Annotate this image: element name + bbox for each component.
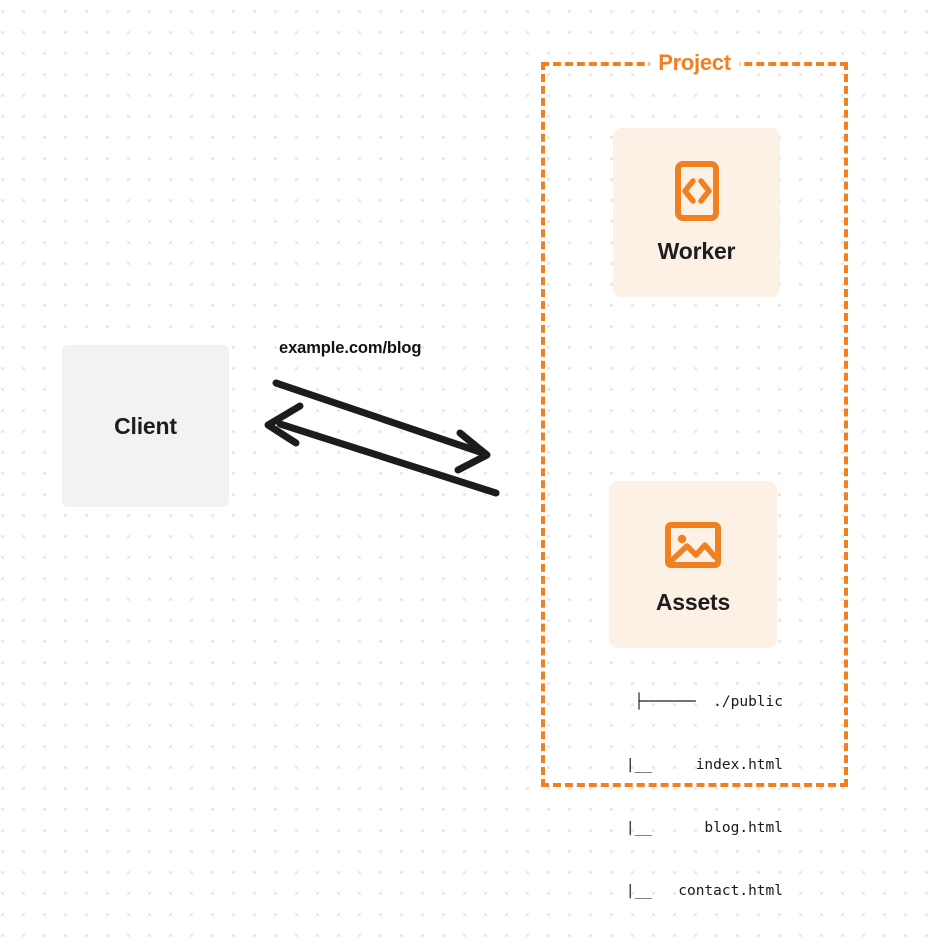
diagram-canvas: Client example.com/blog Project Worker <box>62 50 848 899</box>
request-arrow-icon <box>272 379 491 474</box>
file-tree-line: |__ blog.html <box>599 820 783 836</box>
worker-label: Worker <box>657 238 736 264</box>
connector-url-label: example.com/blog <box>279 339 422 357</box>
image-picture-icon <box>665 522 721 568</box>
file-tree-line: ├────── ./public <box>634 694 783 710</box>
assets-node[interactable]: Assets <box>609 481 777 648</box>
project-container: Project <box>541 50 848 787</box>
worker-node[interactable]: Worker <box>613 128 780 297</box>
file-tree-line: |__ index.html <box>599 757 783 773</box>
file-tree-line: |__ contact.html <box>599 883 783 899</box>
client-label: Client <box>114 412 177 439</box>
client-node[interactable]: Client <box>62 345 229 507</box>
code-brackets-icon <box>674 161 719 221</box>
assets-file-tree: ├────── ./public |__ index.html |__ blog… <box>588 650 783 944</box>
project-title: Project <box>649 50 740 76</box>
response-arrow-icon <box>264 402 500 497</box>
assets-label: Assets <box>655 589 731 615</box>
